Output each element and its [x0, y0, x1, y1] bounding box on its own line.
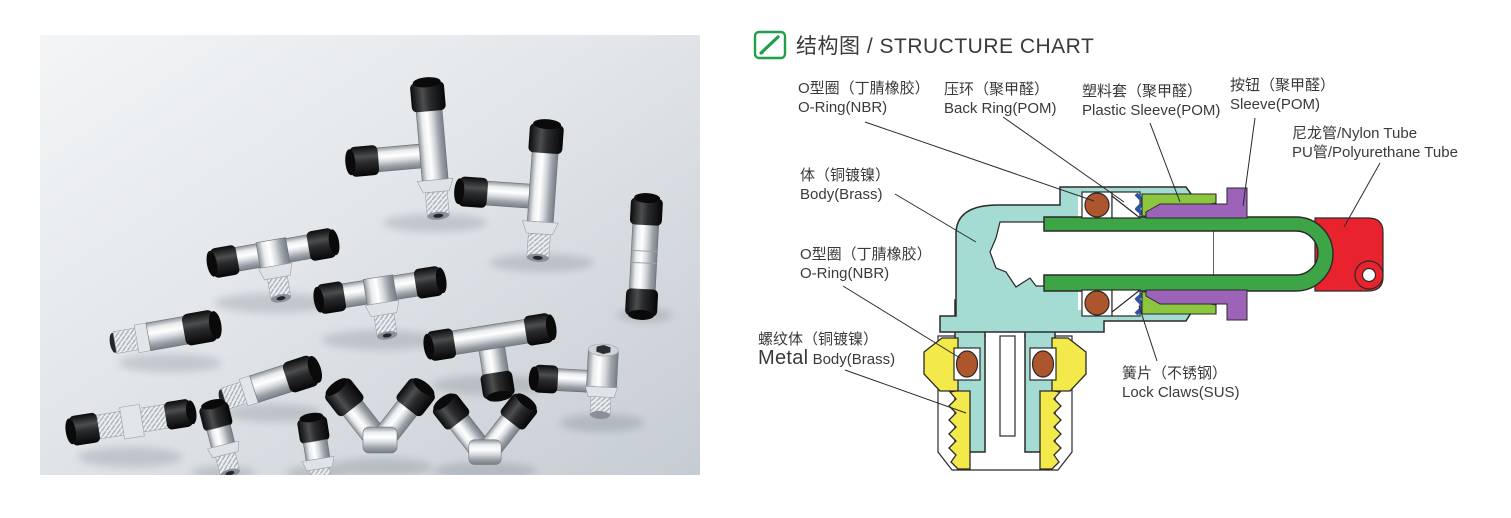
- oring-top-mirror: [1084, 290, 1110, 316]
- label-back-ring: 压环（聚甲醛）Back Ring(POM): [944, 81, 1057, 117]
- leader-back-ring: [1002, 116, 1125, 203]
- male-connector-illustration: [297, 412, 335, 475]
- leader-oring-top: [864, 121, 1095, 202]
- product-photo: [40, 35, 700, 475]
- leader-oring-bottom: [842, 285, 961, 359]
- metal-body-thread-left: [948, 390, 971, 470]
- fittings-photo-illustration: [40, 35, 700, 475]
- throat-bore: [1040, 231, 1080, 275]
- bore-divider: [999, 335, 1016, 437]
- elbow-union-illustration: [325, 378, 435, 454]
- banjo-fitting-illustration: [528, 343, 619, 419]
- oring-top: [1084, 192, 1110, 218]
- leader-plastic-sleeve: [1149, 122, 1181, 203]
- metal-body-thread-right: [1039, 390, 1062, 470]
- tee-fitting-illustration: [454, 119, 564, 262]
- leader-lock-claws: [1138, 305, 1158, 362]
- lock-claw-top: [1134, 192, 1147, 218]
- label-sleeve: 按钮（聚甲醛）Sleeve(POM): [1230, 77, 1336, 113]
- structure-chart-title: 结构图 / STRUCTURE CHART: [753, 30, 1094, 60]
- leader-body: [894, 193, 977, 243]
- back-ring-edge-top: [1111, 195, 1141, 219]
- leader-tube: [1343, 162, 1381, 228]
- leader-sleeve: [1242, 117, 1256, 207]
- elbow-fitting-illustration: [109, 310, 222, 354]
- fitting-cross-section-diagram: [842, 116, 1384, 471]
- tee-fitting-illustration: [206, 228, 340, 303]
- label-lock-claws: 簧片（不锈钢）Lock Claws(SUS): [1122, 365, 1240, 401]
- tee-fitting-illustration: [423, 313, 557, 402]
- sleeve-top: [1145, 187, 1248, 219]
- elbow-fitting-illustration: [218, 355, 323, 410]
- leader-metal-body: [844, 369, 967, 414]
- oring-bottom-right: [1031, 350, 1055, 378]
- label-body: 体（铜镀镍）Body(Brass): [800, 167, 891, 203]
- photo-background: [40, 35, 700, 475]
- straight-union-illustration: [625, 193, 663, 320]
- nylon-tube: [1043, 216, 1334, 292]
- leader-lines: [842, 116, 1381, 414]
- label-oring-bottom: O型圈（丁腈橡胶）O-Ring(NBR): [800, 246, 932, 282]
- metal-body-flange-right: [1051, 337, 1087, 392]
- elbow-union-illustration: [432, 393, 538, 465]
- pencil-edit-icon: [753, 30, 787, 60]
- label-plastic-sleeve: 塑料套（聚甲醛）Plastic Sleeve(POM): [1082, 83, 1221, 119]
- male-connector-illustration: [199, 399, 241, 475]
- tee-fitting-illustration: [345, 77, 454, 220]
- bulkhead-union-illustration: [65, 399, 197, 446]
- structure-chart-heading: 结构图 / STRUCTURE CHART: [796, 35, 1095, 58]
- sleeve-bottom: [1145, 289, 1248, 321]
- oring-bottom-left: [955, 350, 979, 378]
- pu-tube-curl-hole: [1361, 267, 1377, 283]
- label-metal-body: 螺纹体（铜镀镍） Metal Body(Brass): [758, 331, 896, 369]
- tee-fitting-illustration: [313, 266, 447, 340]
- label-oring-top: O型圈（丁腈橡胶）O-Ring(NBR): [798, 80, 930, 116]
- back-ring-edge-bottom: [1111, 289, 1141, 313]
